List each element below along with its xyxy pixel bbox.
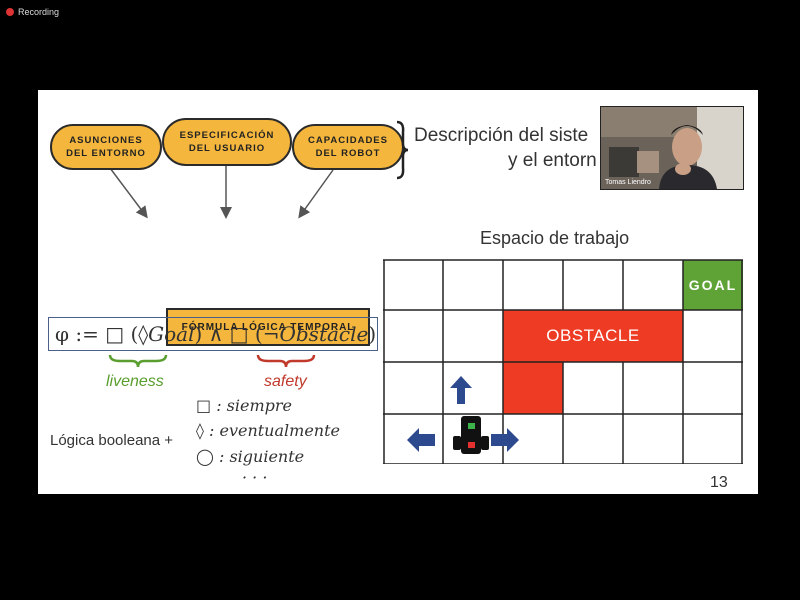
recording-dot-icon <box>6 8 14 16</box>
workspace-grid <box>383 258 743 464</box>
description-line-1: Descripción del siste <box>414 125 589 146</box>
safety-brace <box>256 354 316 368</box>
blob-left-label: ASUNCIONES DEL ENTORNO <box>66 135 146 159</box>
robot-icon <box>453 416 489 454</box>
operator-next: ◯ : siguiente <box>196 447 305 466</box>
arrow-right-to-formula <box>298 169 334 219</box>
blob-user-specification: ESPECIFICACIÓN DEL USUARIO <box>162 118 292 166</box>
arrow-left-to-formula <box>109 167 148 219</box>
liveness-brace <box>108 354 168 368</box>
liveness-label: liveness <box>106 373 164 390</box>
arrow-up-icon <box>450 376 472 404</box>
obstacle-label: OBSTACLE <box>546 326 640 345</box>
blob-right-label: CAPACIDADES DEL ROBOT <box>308 135 388 159</box>
blob-environment-assumptions: ASUNCIONES DEL ENTORNO <box>50 124 162 170</box>
goal-cell <box>683 260 743 310</box>
arrow-left-icon <box>407 428 435 452</box>
recording-label: Recording <box>18 7 60 17</box>
boolean-logic-label: Lógica booleana + <box>50 432 174 449</box>
formula-box: FÓRMULA LÓGICA TEMPORAL <box>166 308 370 346</box>
blob-robot-capabilities: CAPACIDADES DEL ROBOT <box>292 124 404 170</box>
ltl-goal: Goal <box>148 322 195 346</box>
page-number: 13 <box>710 474 728 491</box>
ltl-obstacle: Obstacle <box>279 322 369 346</box>
workspace-title: Espacio de trabajo <box>480 228 630 248</box>
flow-arrows <box>109 164 334 219</box>
safety-label: safety <box>264 373 307 390</box>
operator-eventually: ◊ : eventualmente <box>196 421 340 440</box>
webcam-video-tile[interactable]: Tomas Liendro <box>600 106 744 190</box>
blob-middle-label: ESPECIFICACIÓN DEL USUARIO <box>179 130 275 154</box>
participant-name: Tomas Liendro <box>605 179 651 186</box>
arrow-right-icon <box>491 428 519 452</box>
operator-ellipsis: · · · <box>242 468 268 487</box>
ltl-formula-box: φ := □ (◊ Goal ) ∧ □ (¬ Obstacle ) <box>48 317 378 351</box>
description-line-2: y el entorn <box>508 150 597 171</box>
operator-always: □ : siempre <box>196 396 293 415</box>
ltl-suffix: ) <box>368 322 377 346</box>
recording-indicator: Recording <box>6 7 59 17</box>
ltl-prefix: φ := □ (◊ <box>55 322 149 346</box>
curly-brace <box>396 120 409 180</box>
goal-label: GOAL <box>688 277 738 293</box>
participant-video <box>601 107 743 189</box>
ltl-middle: ) ∧ □ (¬ <box>194 322 280 346</box>
